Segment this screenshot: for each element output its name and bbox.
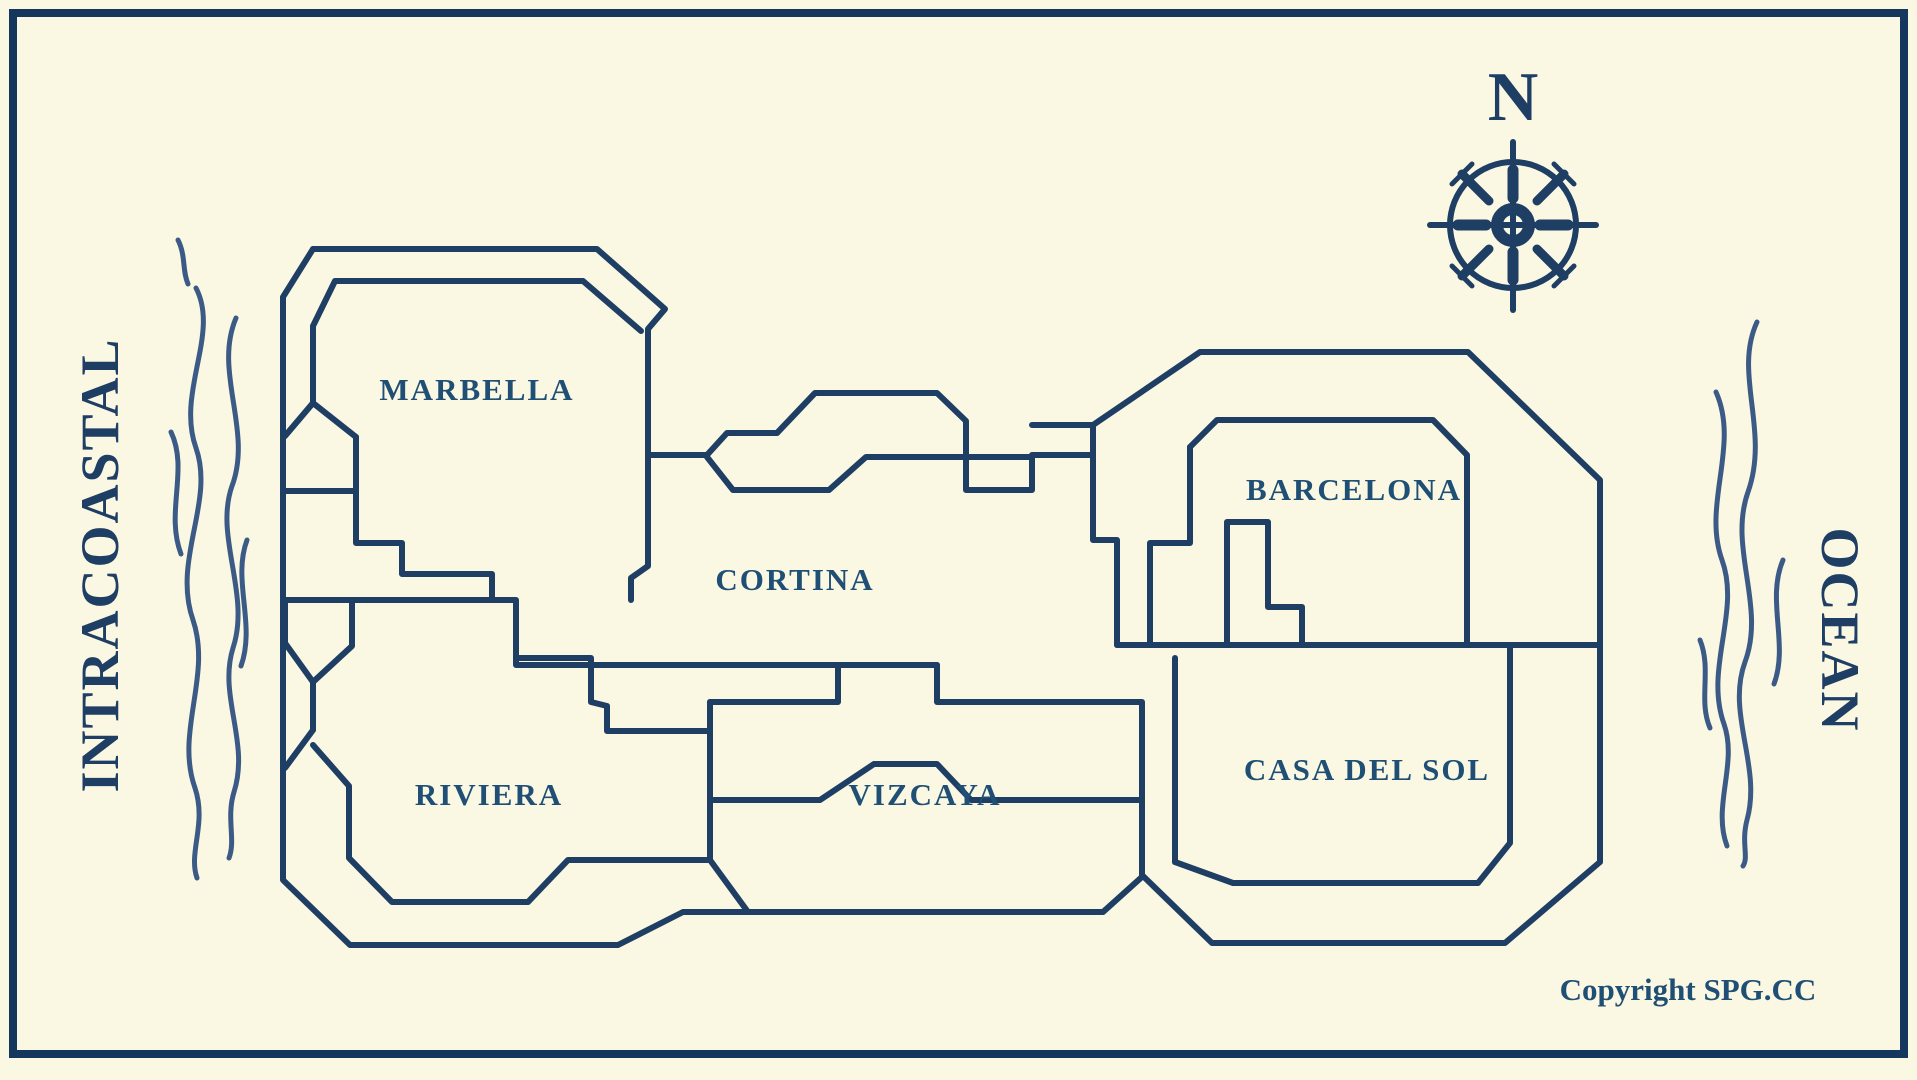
compass-diagonal-spokes bbox=[1457, 169, 1569, 281]
region-label-casa-del-sol: CASA DEL SOL bbox=[1244, 752, 1490, 787]
vizcaya-top-edge bbox=[707, 662, 1145, 803]
region-label-vizcaya: VIZCAYA bbox=[849, 777, 1002, 812]
barcelona-inner-parcel bbox=[1224, 519, 1305, 648]
compass-north-label: N bbox=[1488, 59, 1539, 136]
wave-line bbox=[238, 537, 250, 669]
region-label-marbella: MARBELLA bbox=[379, 372, 574, 407]
waterway-label-ocean: OCEAN bbox=[1810, 527, 1870, 732]
region-label-cortina: CORTINA bbox=[715, 562, 874, 597]
wave-line bbox=[1713, 389, 1731, 849]
compass-handle-caps bbox=[1449, 161, 1577, 289]
vizcaya-bottom-inner bbox=[707, 761, 1145, 879]
west-channel-upper-point bbox=[282, 400, 359, 440]
riviera-northeast-steps bbox=[513, 655, 713, 734]
main-road-and-cortina-south bbox=[280, 597, 940, 668]
marbella-bottom-steps bbox=[353, 434, 495, 603]
riviera-northwest-diagonal bbox=[282, 727, 316, 771]
barcelona-outline-inner bbox=[1187, 417, 1470, 648]
wave-line bbox=[1736, 319, 1760, 869]
intracoastal-waves bbox=[168, 237, 250, 881]
wave-line bbox=[224, 315, 242, 861]
wave-line bbox=[184, 285, 206, 881]
region-label-barcelona: BARCELONA bbox=[1246, 472, 1462, 507]
ocean-waves bbox=[1697, 319, 1786, 869]
marbella-outline-outer bbox=[310, 246, 668, 603]
map-border bbox=[9, 9, 1908, 1058]
outer-boundary-path bbox=[280, 246, 1603, 948]
vizcaya-west-edge bbox=[707, 699, 751, 915]
cortina-east-steps-inner bbox=[1147, 444, 1193, 648]
wave-line bbox=[175, 237, 191, 287]
wave-line bbox=[1771, 557, 1786, 687]
compass-rose: N bbox=[1427, 59, 1599, 313]
road-network bbox=[280, 246, 1603, 948]
riviera-outline-inner bbox=[310, 742, 711, 905]
region-label-riviera: RIVIERA bbox=[415, 777, 563, 812]
cortina-north-inner bbox=[704, 454, 1035, 493]
cortina-north-outline bbox=[645, 390, 1096, 493]
casa-del-sol-inner-outline bbox=[1172, 642, 1513, 886]
wave-line bbox=[168, 429, 184, 557]
waterway-label-intracoastal: INTRACOASTAL bbox=[70, 337, 130, 792]
copyright-notice: Copyright SPG.CC bbox=[1560, 972, 1817, 1007]
west-channel-lower-point bbox=[282, 597, 355, 685]
wave-line bbox=[1697, 637, 1713, 731]
marbella-outline-inner bbox=[310, 278, 644, 406]
cortina-east-steps-outer bbox=[1090, 422, 1120, 648]
